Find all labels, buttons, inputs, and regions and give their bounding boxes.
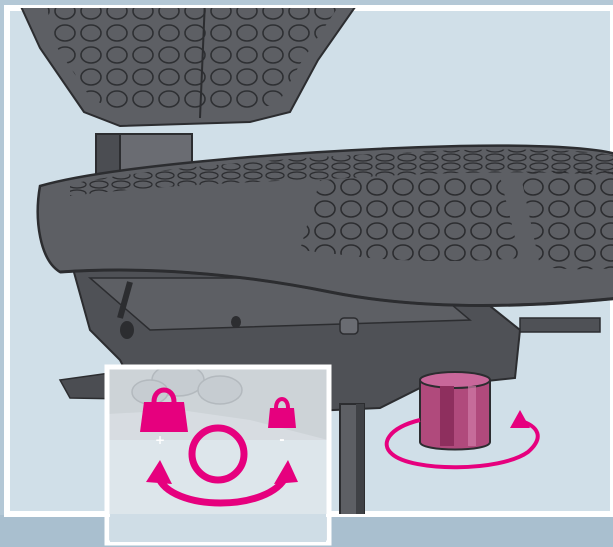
increase-sign: + [155,433,165,447]
backrest [20,8,356,128]
rotation-arrow-icon [384,410,540,470]
decrease-sign: - [279,433,284,448]
inset-frame [104,364,332,546]
adjust-arrow-icon [146,460,298,507]
weight-heavy-icon [140,387,188,432]
detail-inset [108,368,328,514]
knob-ring-icon [188,424,248,484]
tension-knob[interactable] [419,371,491,451]
weight-light-icon [268,397,296,428]
seat-cushion [36,144,613,307]
